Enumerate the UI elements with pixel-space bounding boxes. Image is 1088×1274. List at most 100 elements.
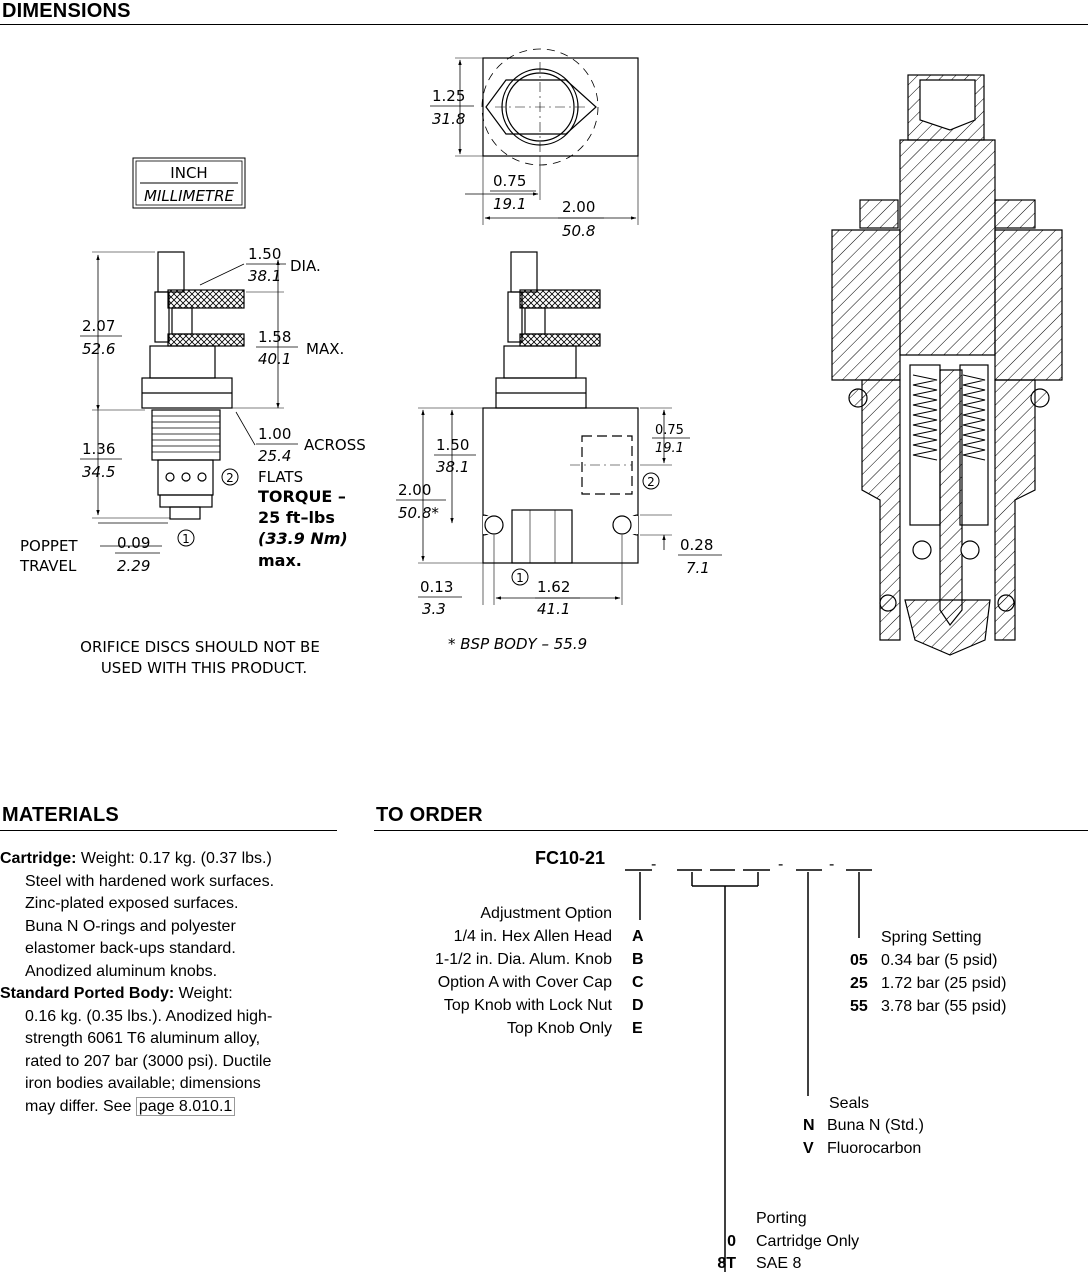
max-label: MAX. <box>306 340 344 358</box>
max-in: 1.58 <box>258 328 291 346</box>
poppet-in: 0.09 <box>117 534 150 552</box>
porting-code-0: 0 <box>727 1233 736 1250</box>
body-h-mm: 38.1 <box>436 458 469 476</box>
edge-mm: 3.3 <box>422 600 446 618</box>
body-last-prefix: may differ. See <box>25 1097 136 1115</box>
across-label: ACROSS <box>304 436 366 454</box>
cart-in: 1.36 <box>82 440 115 458</box>
seals-heading-text: Seals <box>829 1095 870 1112</box>
adjustment-heading-text: Adjustment Option <box>480 905 612 922</box>
adjustment-label-e: Top Knob Only <box>507 1020 612 1037</box>
height-in: 2.07 <box>82 317 115 335</box>
body-details: 0.16 kg. (0.35 lbs.). Anodized high- str… <box>0 1006 340 1119</box>
adjustment-code-b: B <box>632 951 644 968</box>
cartridge-label: Cartridge: <box>0 850 77 867</box>
top-h-in: 1.25 <box>432 87 465 105</box>
seals-code-n: N <box>803 1117 815 1134</box>
seals-heading: Seals <box>829 1094 869 1114</box>
knob-dia-mm: 38.1 <box>248 267 281 285</box>
body-line-last: may differ. See page 8.010.1 <box>25 1096 340 1119</box>
torque-1: TORQUE – <box>258 487 346 506</box>
adjustment-label-a: 1/4 in. Hex Allen Head <box>453 928 612 945</box>
adjustment-label-c: Option A with Cover Cap <box>437 974 612 991</box>
body-view-labels: 1.50 38.1 2.00 50.8* 0.75 19.1 0.28 7.1 … <box>396 423 722 653</box>
seals-code-v: V <box>803 1140 814 1157</box>
body-port-2: 2 <box>647 475 655 489</box>
code-dash-3: - <box>829 856 834 873</box>
hole-mm: 7.1 <box>686 559 710 577</box>
edge-in: 0.13 <box>420 578 453 596</box>
seals-label-n: Buna N (Std.) <box>827 1117 924 1134</box>
spring-label-25: 1.72 bar (25 psid) <box>881 975 1007 992</box>
port1-in: 1.62 <box>537 578 570 596</box>
cart-mm: 34.5 <box>82 463 115 481</box>
top-w-in: 2.00 <box>562 198 595 216</box>
porting-heading-text: Porting <box>756 1210 807 1227</box>
cartridge-line: Steel with hardened work surfaces. <box>25 872 275 890</box>
cartridge-details: Steel with hardened work surfaces. Zinc-… <box>0 871 340 984</box>
cartridge-line: elastomer back-ups standard. <box>25 940 236 957</box>
spring-label-05: 0.34 bar (5 psid) <box>881 952 998 969</box>
cartridge-line: Anodized aluminum knobs. <box>25 962 218 980</box>
cartridge-line: Zinc-plated exposed surfaces. <box>25 895 239 912</box>
body-entry: Standard Ported Body: Weight: <box>0 983 340 1006</box>
flats-mm: 25.4 <box>258 447 291 465</box>
dimensions-title: DIMENSIONS <box>2 0 131 22</box>
torque-2: 25 ft–lbs <box>258 508 335 527</box>
materials-title: MATERIALS <box>2 804 119 826</box>
spring-label-55: 3.78 bar (55 psid) <box>881 998 1007 1015</box>
adjustment-code-a: A <box>632 928 644 945</box>
torque-4: max. <box>258 551 302 570</box>
body-full-in: 2.00 <box>398 481 431 499</box>
height-mm: 52.6 <box>82 340 115 358</box>
code-dash-1: - <box>651 856 656 873</box>
cartridge-labels: 1.50 38.1 DIA. 2.07 52.6 1.58 40.1 MAX. … <box>19 245 366 677</box>
spring-heading-text: Spring Setting <box>881 929 982 946</box>
porting-label-8t: SAE 8 <box>756 1255 802 1272</box>
adjustment-code-d: D <box>632 997 644 1014</box>
model-code: FC10-21 <box>535 848 606 868</box>
note-orifice-1: ORIFICE DISCS SHOULD NOT BE <box>80 638 320 656</box>
adjustment-label-b: 1-1/2 in. Dia. Alum. Knob <box>435 951 612 968</box>
adjustment-label-d: Top Knob with Lock Nut <box>443 997 612 1014</box>
order-code-lines: - - - <box>625 856 872 1272</box>
spring-code-05: 05 <box>850 952 868 969</box>
note-orifice-2: USED WITH THIS PRODUCT. <box>101 659 307 677</box>
body-line: 0.16 kg. (0.35 lbs.). Anodized high- <box>25 1007 273 1025</box>
cartridge-line: Buna N O-rings and polyester <box>25 917 236 935</box>
top-port-in: 0.75 <box>493 172 526 190</box>
page-link[interactable]: page 8.010.1 <box>135 1096 236 1116</box>
cartridge-entry: Cartridge: Weight: 0.17 kg. (0.37 lbs.) <box>0 848 340 871</box>
top-h-mm: 31.8 <box>432 110 465 128</box>
note-bsp: * BSP BODY – 55.9 <box>448 635 587 653</box>
port2-in: 0.75 <box>655 423 684 438</box>
spring-heading: Spring Setting <box>881 928 982 948</box>
order-title: TO ORDER <box>376 804 483 826</box>
top-port-mm: 19.1 <box>493 195 526 213</box>
spring-code-25: 25 <box>850 975 868 992</box>
poppet-1: POPPET <box>20 537 78 555</box>
porting-label-0: Cartridge Only <box>756 1233 860 1250</box>
port2-mm: 19.1 <box>655 441 684 456</box>
section-view <box>831 74 1063 656</box>
body-line: rated to 207 bar (3000 psi). Ductile <box>25 1052 272 1070</box>
body-line: iron bodies available; dimensions <box>25 1075 261 1092</box>
port1-mm: 41.1 <box>537 600 570 618</box>
order-rule <box>374 830 1088 831</box>
flats-in: 1.00 <box>258 425 291 443</box>
torque-3: (33.9 Nm) <box>258 529 348 548</box>
cartridge-weight: Weight: 0.17 kg. (0.37 lbs.) <box>76 850 272 867</box>
flats-label: FLATS <box>258 468 303 486</box>
hole-in: 0.28 <box>680 536 713 554</box>
dimensions-rule <box>0 24 1088 25</box>
unit-box: INCH MILLIMETRE <box>132 157 246 209</box>
poppet-mm: 2.29 <box>117 557 150 575</box>
materials-body: Cartridge: Weight: 0.17 kg. (0.37 lbs.) … <box>0 848 340 1118</box>
code-dash-2: - <box>778 856 783 873</box>
unit-inch: INCH <box>170 164 207 182</box>
materials-rule <box>0 830 337 831</box>
adjustment-code-c: C <box>632 974 644 991</box>
body-view <box>418 251 672 605</box>
knob-dia-in: 1.50 <box>248 245 281 263</box>
body-line: strength 6061 T6 aluminum alloy, <box>25 1030 261 1047</box>
